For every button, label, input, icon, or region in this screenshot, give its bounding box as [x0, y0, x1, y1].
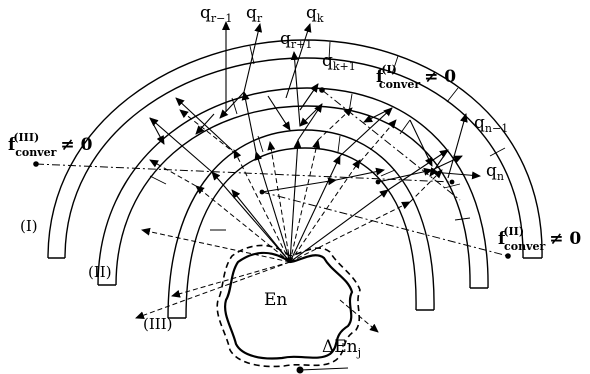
solid-ray — [339, 107, 393, 157]
region-labels: (I) (II) (III) En ΔEnj — [20, 217, 361, 359]
dashed-ray — [289, 139, 321, 263]
solid-ray — [267, 95, 291, 131]
solid-ray — [335, 167, 385, 181]
label-q-n-minus-1: qn−1 — [474, 113, 508, 135]
shell-II-inner-arc — [115, 105, 471, 289]
dashed-ray — [171, 261, 291, 298]
label-q-k: qk — [306, 3, 324, 25]
solid-ray — [261, 177, 337, 193]
label-region-III: (III) — [143, 315, 172, 333]
f-III-point — [33, 161, 39, 167]
f-III-line — [35, 163, 453, 183]
q-k-arrow — [285, 23, 312, 99]
solid-ray — [431, 155, 463, 171]
flux-point-3 — [449, 179, 455, 185]
q-n-arrow — [431, 171, 481, 180]
solid-ray — [149, 117, 165, 145]
solid-ray — [409, 119, 433, 167]
dashed-ray — [179, 109, 237, 155]
shell-ticks — [149, 41, 506, 231]
f-I-line — [321, 89, 461, 201]
convergence-labels: f(I)conver≠ 0 f(III)conver≠ 0 f(II)conve… — [8, 63, 581, 253]
body-en — [216, 244, 361, 374]
shell-III-inner-arc — [185, 147, 417, 319]
dashed-rays — [135, 107, 443, 333]
dashed-ray — [317, 107, 353, 141]
dashed-ray — [289, 201, 411, 263]
dashed-ray — [339, 299, 379, 333]
solid-ray — [289, 155, 341, 263]
label-f-III: f(III)conver≠ 0 — [8, 131, 93, 159]
dashed-ray — [409, 169, 443, 203]
label-q-r-minus-1: qr−1 — [200, 3, 232, 25]
label-delta-en: ΔEnj — [322, 337, 361, 359]
delta-en-leader — [299, 367, 349, 371]
label-q-n: qn — [486, 161, 504, 183]
q-n-minus-1-arrow — [447, 113, 468, 179]
dashed-ray — [135, 261, 291, 320]
dashed-ray — [289, 159, 361, 263]
label-q-r: qr — [246, 3, 263, 25]
label-en: En — [264, 290, 287, 310]
solid-ray — [299, 103, 323, 127]
label-region-I: (I) — [20, 217, 38, 235]
shell-III-outer-arc — [167, 129, 435, 319]
q-r-arrow — [243, 23, 263, 93]
dashed-ray — [149, 159, 197, 187]
solid-ray — [219, 91, 245, 119]
flux-labels: qr−1 qr qk qr+1 qk+1 qn−1 qn — [200, 3, 508, 183]
shell-ends — [48, 257, 542, 319]
q-k-plus-1-arrow — [299, 83, 319, 111]
label-region-II: (II) — [88, 263, 112, 281]
solid-ray — [363, 107, 393, 123]
f-II-point — [505, 253, 511, 259]
label-f-II: f(II)conver≠ 0 — [498, 225, 581, 253]
dashed-ray — [233, 149, 291, 263]
label-q-r-plus-1: qr+1 — [280, 29, 312, 51]
label-f-I: f(I)conver≠ 0 — [376, 63, 456, 91]
shell-II-outer-arc — [97, 87, 489, 289]
solid-ray — [241, 91, 257, 153]
solid-ray — [175, 97, 233, 151]
solid-ray — [195, 113, 215, 135]
convergence-lines — [35, 89, 509, 257]
solid-ray — [289, 189, 389, 263]
solid-ray — [254, 151, 291, 263]
dashed-ray — [359, 119, 397, 163]
solid-ray — [387, 149, 449, 191]
solid-ray — [297, 103, 323, 141]
solid-ray — [377, 167, 433, 183]
solid-ray — [211, 171, 291, 263]
shell-I-inner-arc — [64, 57, 524, 259]
dashed-ray — [267, 141, 291, 263]
body-dashed-contour — [216, 244, 361, 368]
solid-rays — [149, 91, 463, 263]
outgoing-flux — [222, 21, 481, 180]
solid-ray — [231, 189, 291, 263]
solid-ray — [149, 117, 213, 173]
solid-ray — [289, 139, 302, 263]
q-r-plus-1-arrow — [290, 51, 301, 127]
f-II-line — [261, 191, 509, 257]
f-I-point — [319, 87, 325, 93]
label-q-k-plus-1: qk+1 — [322, 51, 356, 73]
dashed-ray — [141, 227, 291, 263]
body-contour — [224, 251, 354, 360]
dashed-ray — [195, 185, 291, 263]
